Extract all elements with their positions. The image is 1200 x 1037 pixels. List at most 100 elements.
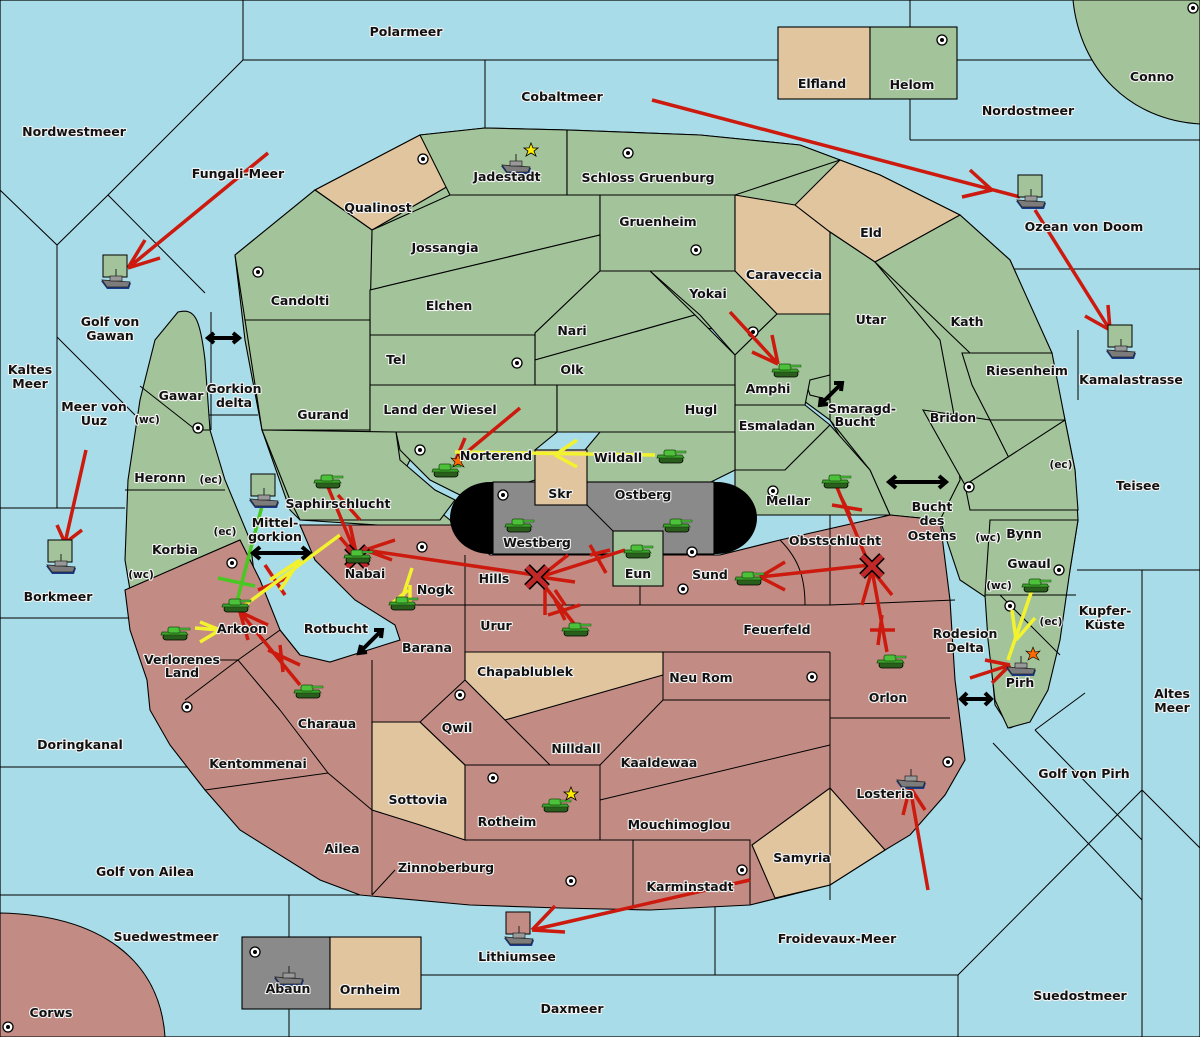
- order-support-arkoon-nabai: [243, 533, 342, 607]
- territory-kath[interactable]: [874, 214, 1053, 354]
- supply-center-icon: [454, 689, 466, 701]
- label-saphirschlucht: Saphirschlucht: [286, 496, 391, 511]
- label-wildall: Wildall: [594, 450, 642, 465]
- label-amphi: Amphi: [746, 381, 791, 396]
- label-nabai: Nabai: [345, 566, 386, 581]
- label-gorkion-delta-line2: delta: [216, 395, 252, 410]
- army-icon[interactable]: [343, 549, 374, 564]
- supply-center-icon: [963, 481, 975, 493]
- territory-samyria[interactable]: [751, 787, 886, 899]
- order-move-orlon-obst: [860, 568, 895, 653]
- army-icon[interactable]: [293, 684, 324, 699]
- label-neu-rom: Neu Rom: [669, 670, 732, 685]
- territory-candolti[interactable]: [234, 189, 373, 321]
- label-ostberg: Ostberg: [615, 487, 672, 502]
- label-qwil: Qwil: [442, 720, 473, 735]
- supply-center-icon: [1187, 2, 1199, 14]
- label-golf-gawan-line1: Golf von: [81, 314, 140, 329]
- territory-saphirschlucht[interactable]: [261, 429, 456, 521]
- fleet-icon[interactable]: [46, 539, 76, 574]
- supply-center-icon: [414, 444, 426, 456]
- fleet-icon[interactable]: [896, 769, 926, 789]
- supply-center-icon: [622, 147, 634, 159]
- army-icon[interactable]: [1021, 578, 1052, 593]
- territory-ornheim[interactable]: [329, 936, 422, 1010]
- territory-westberg-ostberg[interactable]: [492, 481, 715, 555]
- fleet-icon[interactable]: [1006, 646, 1041, 676]
- label-nari: Nari: [557, 323, 586, 338]
- army-icon[interactable]: [313, 474, 344, 489]
- label-suedwestmeer: Suedwestmeer: [114, 929, 220, 944]
- supply-center-icon: [736, 864, 748, 876]
- army-icon[interactable]: [221, 598, 252, 613]
- army-icon[interactable]: [662, 518, 693, 533]
- fleet-icon[interactable]: [504, 911, 534, 946]
- army-icon[interactable]: [504, 518, 535, 533]
- label-rotbucht: Rotbucht: [304, 621, 368, 636]
- label-conno: Conno: [1130, 69, 1175, 84]
- fleet-icon[interactable]: [1106, 324, 1136, 359]
- label-korbia: Korbia: [152, 542, 198, 557]
- supply-center-icon: [192, 422, 204, 434]
- label-bridon-ec: (ec): [1050, 459, 1073, 471]
- label-karminstadt: Karminstadt: [646, 879, 733, 894]
- army-icon[interactable]: [876, 654, 907, 669]
- label-gruenheim: Gruenheim: [619, 214, 696, 229]
- south-borders: [150, 515, 956, 908]
- territory-corws[interactable]: [0, 912, 166, 1037]
- army-icon[interactable]: [821, 474, 852, 489]
- territory-riesenheim[interactable]: [961, 352, 1066, 421]
- units-layer: [46, 141, 1136, 986]
- fleet-icon[interactable]: [249, 473, 279, 508]
- label-lithiumsee: Lithiumsee: [478, 949, 556, 964]
- label-mellar: Mellar: [766, 493, 811, 508]
- fleet-icon[interactable]: [1016, 174, 1046, 209]
- fleet-icon[interactable]: [274, 966, 304, 986]
- label-meer-uuz-line2: Uuz: [81, 413, 107, 428]
- fleet-icon[interactable]: [501, 141, 540, 174]
- label-ornheim: Ornheim: [340, 982, 400, 997]
- label-bucht-ostens-line1: Bucht: [912, 499, 953, 514]
- army-icon[interactable]: [431, 453, 466, 478]
- territory-utar[interactable]: [829, 230, 961, 521]
- order-move-urur-hills: [538, 578, 581, 627]
- explosion-icon: [1025, 646, 1041, 661]
- order-move-saph-nabai: [326, 486, 362, 559]
- label-eun: Eun: [625, 566, 651, 581]
- label-smaragd-line1: Smaragd-: [828, 401, 896, 416]
- fleet-icon[interactable]: [101, 254, 131, 289]
- explosion-icon: [450, 453, 466, 468]
- orders-layer: [55, 98, 1112, 934]
- army-icon[interactable]: [561, 622, 592, 637]
- army-icon[interactable]: [771, 363, 802, 378]
- label-skr: Skr: [548, 486, 572, 501]
- label-ozean-doom: Ozean von Doom: [1025, 219, 1144, 234]
- label-samyria: Samyria: [773, 850, 831, 865]
- label-nordwestmeer: Nordwestmeer: [22, 124, 127, 139]
- label-barana: Barana: [402, 640, 452, 655]
- territory-gruenheim[interactable]: [599, 194, 736, 272]
- territory-eun[interactable]: [612, 530, 664, 587]
- label-mittelgorkion-line1: Mittel-: [252, 515, 299, 530]
- supply-center-icon: [686, 546, 698, 558]
- label-meer-uuz-line1: Meer von: [61, 399, 127, 414]
- army-icon[interactable]: [734, 571, 765, 586]
- territory-conno[interactable]: [1072, 0, 1200, 125]
- order-move-froid-losteria: [901, 786, 930, 891]
- army-icon[interactable]: [656, 449, 687, 464]
- supply-center-icon: [806, 671, 818, 683]
- supply-center-icon: [677, 583, 689, 595]
- territory-bynn[interactable]: [964, 419, 1079, 511]
- label-bucht-ostens-line3: Ostens: [908, 528, 957, 543]
- label-westberg: Westberg: [503, 535, 571, 550]
- label-gorkion-delta-line1: Gorkion: [206, 381, 261, 396]
- army-icon[interactable]: [388, 596, 419, 611]
- label-sottovia: Sottovia: [389, 792, 448, 807]
- army-icon[interactable]: [541, 785, 580, 813]
- label-mittelgorkion-line2: gorkion: [248, 529, 302, 544]
- army-icon[interactable]: [623, 544, 654, 559]
- label-bynn: Bynn: [1006, 526, 1041, 541]
- label-gwaul-ec: (ec): [1040, 616, 1063, 628]
- army-icon[interactable]: [160, 626, 191, 641]
